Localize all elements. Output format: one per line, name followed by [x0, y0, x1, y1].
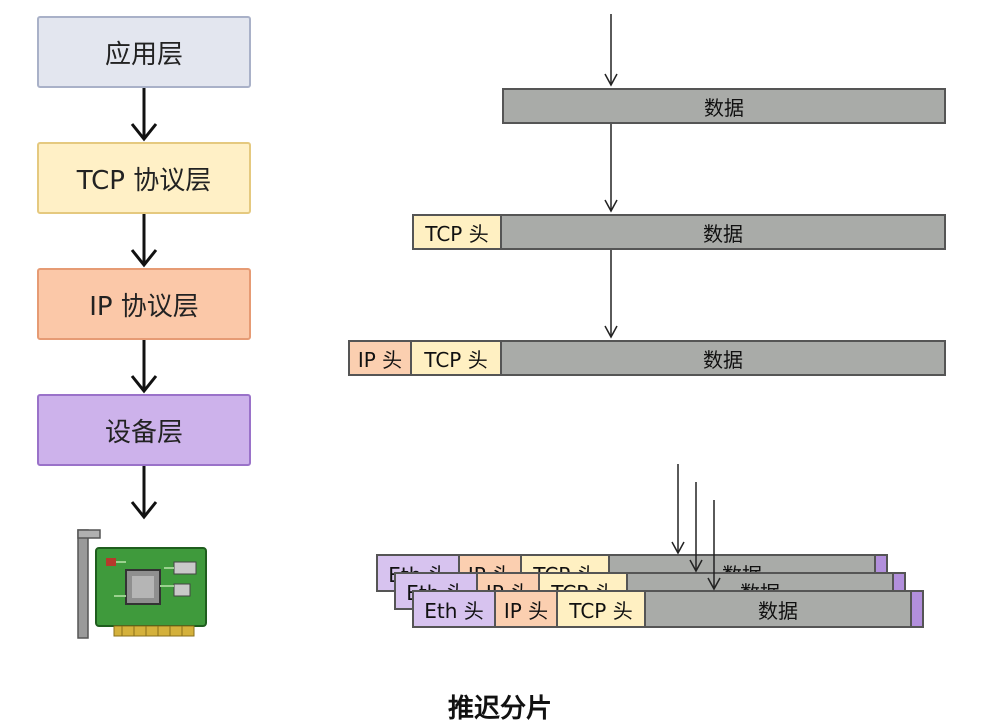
arrow-down-icon	[689, 482, 703, 573]
layer-device: 设备层	[37, 394, 251, 466]
ip-header-segment: IP 头	[496, 592, 558, 626]
tcp-header-segment: TCP 头	[558, 592, 646, 626]
packet-tcp: TCP 头 数据	[412, 214, 946, 250]
packet-data-only: 数据	[502, 88, 946, 124]
arrow-down-icon	[130, 340, 158, 394]
layer-tcp: TCP 协议层	[37, 142, 251, 214]
eth-header-segment: Eth 头	[414, 592, 496, 626]
tcp-header-segment: TCP 头	[412, 342, 502, 374]
arrow-down-icon	[130, 214, 158, 268]
layer-ip-label: IP 协议层	[89, 291, 199, 322]
data-segment: 数据	[646, 592, 912, 626]
layer-application: 应用层	[37, 16, 251, 88]
layer-ip: IP 协议层	[37, 268, 251, 340]
data-segment: 数据	[502, 342, 944, 374]
layer-application-label: 应用层	[104, 39, 183, 70]
arrow-down-icon	[604, 14, 618, 87]
network-card-icon	[77, 529, 207, 639]
arrow-down-icon	[604, 250, 618, 339]
arrow-down-icon	[671, 464, 685, 555]
data-segment: 数据	[504, 90, 944, 122]
arrow-down-icon	[130, 466, 158, 520]
diagram-caption: 推迟分片	[447, 694, 552, 724]
layer-tcp-label: TCP 协议层	[76, 165, 212, 196]
data-segment: 数据	[502, 216, 944, 248]
ip-header-segment: IP 头	[350, 342, 412, 374]
tcp-header-segment: TCP 头	[414, 216, 502, 248]
packet-ip-tcp: IP 头 TCP 头 数据	[348, 340, 946, 376]
arrow-down-icon	[130, 88, 158, 142]
arrow-down-icon	[604, 124, 618, 213]
arrow-down-icon	[707, 500, 721, 591]
frame-fragment-3: Eth 头 IP 头 TCP 头 数据	[412, 590, 924, 628]
layer-device-label: 设备层	[104, 417, 183, 448]
eth-trailer-segment	[912, 592, 922, 626]
